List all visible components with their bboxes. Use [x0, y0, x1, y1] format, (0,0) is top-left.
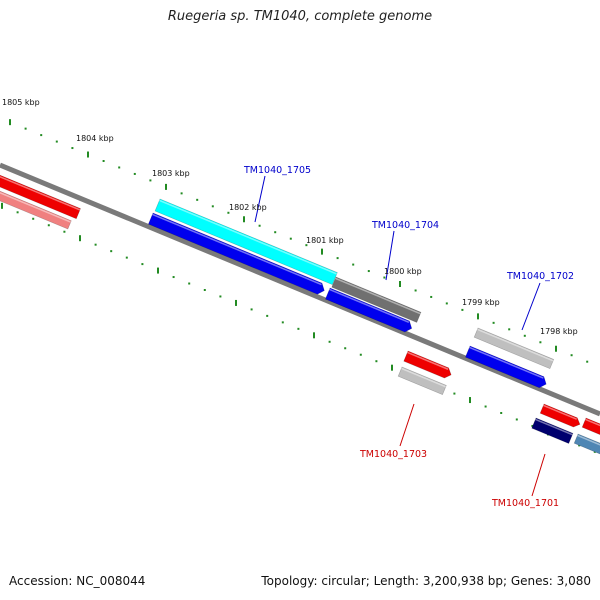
- gene-feature-tm1040-1702[interactable]: [473, 327, 555, 370]
- feature-highlight: [469, 346, 544, 379]
- label-leader-line: [521, 282, 541, 331]
- scale-label: 1801 kbp: [306, 236, 344, 245]
- scale-label: 1798 kbp: [540, 327, 578, 336]
- feature-highlight: [585, 418, 600, 427]
- feature-highlight: [401, 367, 447, 388]
- scale-label: 1805 kbp: [2, 98, 40, 107]
- features: [0, 171, 600, 455]
- gene-feature-tm1040-1701[interactable]: [531, 417, 574, 444]
- accession-text: Accession: NC_008044: [9, 574, 146, 588]
- gene-feature[interactable]: [0, 171, 81, 220]
- gene-label[interactable]: TM1040_1702: [506, 271, 574, 282]
- feature-highlight: [159, 199, 338, 275]
- gene-feature-tm1040-1704[interactable]: [331, 276, 422, 323]
- scale-label: 1802 kbp: [229, 203, 267, 212]
- feature-highlight: [535, 418, 573, 436]
- feature-highlight: [0, 191, 71, 223]
- label-leaders: [254, 175, 546, 497]
- scale-label: 1804 kbp: [76, 134, 114, 143]
- feature-highlight: [335, 277, 421, 315]
- gene-feature[interactable]: [539, 403, 581, 428]
- gene-feature[interactable]: [581, 417, 600, 439]
- gene-feature-tm1040-1703[interactable]: [397, 366, 447, 396]
- gene-label[interactable]: TM1040_1705: [243, 165, 311, 176]
- gene-feature[interactable]: [325, 287, 413, 333]
- feature-highlight: [577, 434, 600, 446]
- gene-feature[interactable]: [573, 433, 600, 455]
- gene-feature[interactable]: [0, 187, 72, 230]
- feature-highlight: [0, 175, 81, 211]
- feature-highlight: [477, 328, 554, 362]
- label-leader-line: [254, 175, 266, 223]
- feature-highlight: [329, 288, 410, 324]
- scale-ticks: [1, 119, 596, 453]
- label-leader-line: [531, 453, 546, 497]
- map-title: Ruegeria sp. TM1040, complete genome: [167, 9, 433, 24]
- label-leader-line: [399, 403, 415, 447]
- feature-highlight: [152, 213, 322, 286]
- feature-highlight: [543, 404, 577, 420]
- feature-highlight: [407, 351, 449, 370]
- gene-label[interactable]: TM1040_1704: [371, 220, 439, 231]
- gene-feature[interactable]: [403, 350, 452, 379]
- gene-label[interactable]: TM1040_1701: [491, 498, 559, 509]
- label-leader-line: [385, 230, 395, 281]
- gene-feature[interactable]: [148, 212, 325, 295]
- gene-label[interactable]: TM1040_1703: [359, 449, 427, 460]
- scale-label: 1803 kbp: [152, 169, 190, 178]
- scale-label: 1800 kbp: [384, 267, 422, 276]
- topology-stats-text: Topology: circular; Length: 3,200,938 bp…: [261, 574, 591, 588]
- backbone-line: [0, 162, 600, 417]
- gene-feature[interactable]: [465, 345, 547, 389]
- gene-feature-tm1040-1705[interactable]: [154, 198, 338, 285]
- scale-label: 1799 kbp: [462, 298, 500, 307]
